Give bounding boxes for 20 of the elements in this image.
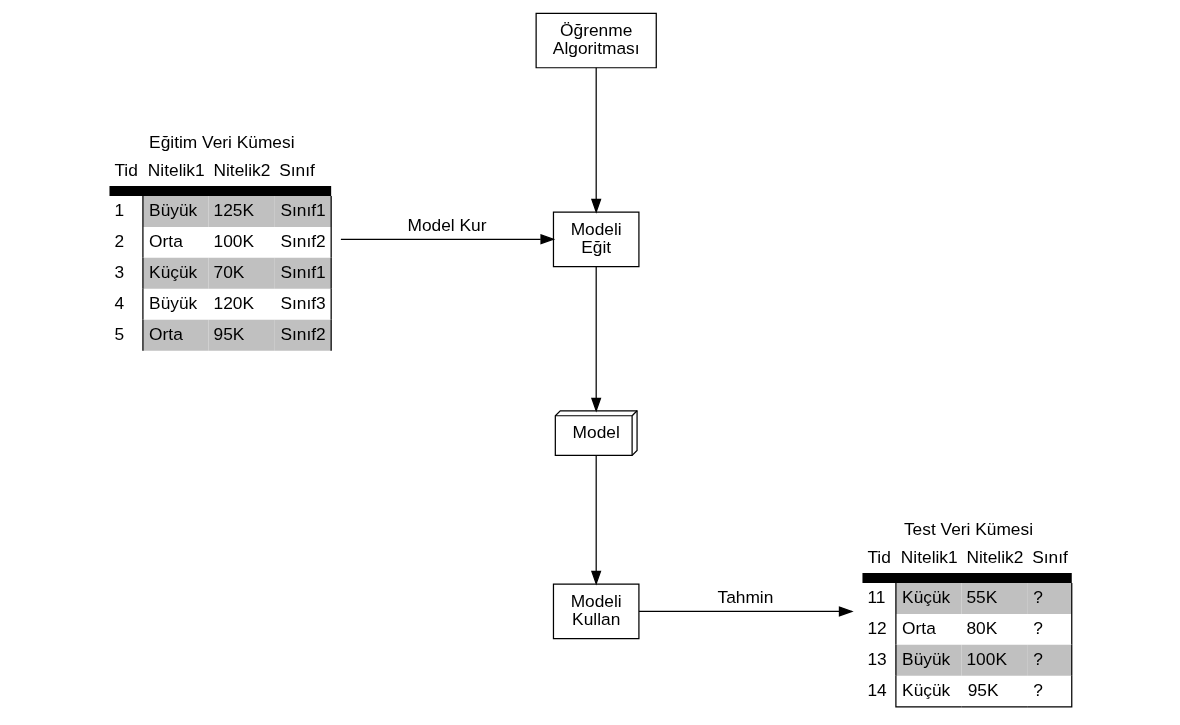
node-box: Modeli Kullan: [552, 583, 640, 640]
node-label: Eğitim Veri Kümesi: [149, 131, 295, 152]
node-label: Nitelik1: [147, 160, 205, 181]
node-label: Nitelik1: [900, 547, 958, 568]
arrow: [340, 234, 556, 245]
node-box: Öğrenme Algoritması: [535, 12, 657, 69]
arrow: [591, 266, 602, 413]
node-label: Nitelik2: [966, 547, 1024, 568]
arrow: [591, 67, 602, 214]
arrow: [638, 606, 854, 617]
edge-label: Model Kur: [407, 214, 487, 235]
node-box: Modeli Eğit: [552, 211, 640, 268]
node-label: Sınıf: [1032, 547, 1068, 568]
node-label: Nitelik2: [213, 160, 271, 181]
node-label: Test Veri Kümesi: [903, 518, 1034, 539]
node-label: Tid: [867, 547, 891, 568]
node-label: Tid: [114, 160, 138, 181]
node-label: Sınıf: [279, 160, 315, 181]
edge-label: Tahmin: [717, 587, 774, 608]
arrow: [591, 454, 602, 586]
